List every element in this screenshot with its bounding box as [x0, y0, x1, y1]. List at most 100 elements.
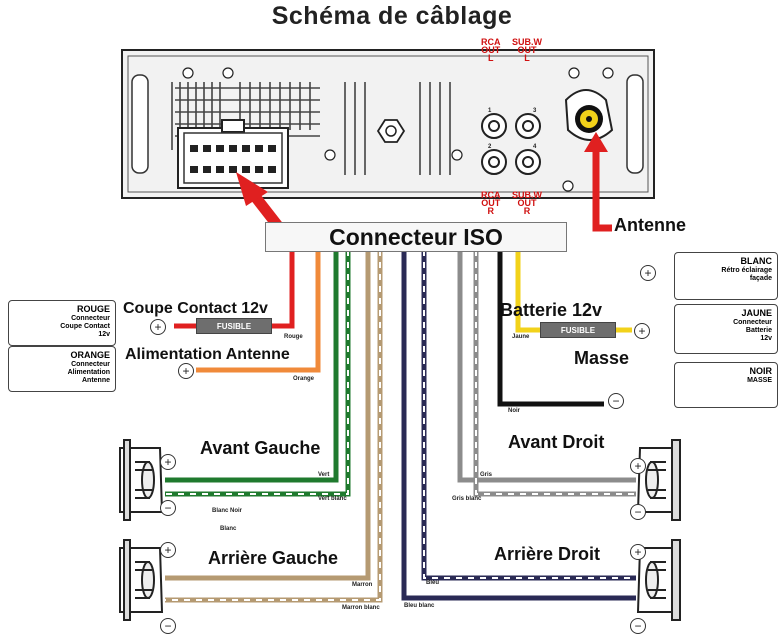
legend-line: Alimentation: [67, 369, 110, 376]
rca-bottom-right-label: SUB.W OUT R: [512, 190, 542, 216]
rca-label-line: SUB.W: [512, 190, 542, 200]
fuse-left: FUSIBLE: [196, 318, 272, 334]
rca-top-right-label: SUB.W OUT L: [512, 37, 542, 63]
jack-number: 3: [533, 108, 537, 114]
legend-line: 12v: [98, 331, 110, 338]
fuse-right: FUSIBLE: [540, 322, 616, 338]
plus-symbol: +: [160, 454, 176, 470]
wire-label: Orange: [293, 376, 315, 382]
jack-number: 2: [488, 144, 492, 150]
rca-label-line: OUT: [481, 198, 501, 208]
plus-symbol: +: [640, 265, 656, 281]
speaker-icon: [119, 539, 164, 621]
legend-title: BLANC: [740, 256, 773, 266]
iso-socket: [177, 119, 289, 189]
jack-number: 4: [533, 144, 537, 150]
plus-symbol: +: [150, 319, 166, 335]
legend-lines: Rétro éclairage façade: [721, 267, 772, 283]
minus-symbol: −: [160, 618, 176, 634]
wire-label: Vert: [318, 472, 330, 478]
plus-symbol: +: [634, 323, 650, 339]
legend-title: ORANGE: [70, 350, 110, 360]
arriere-droit-label: Arrière Droit: [494, 544, 601, 564]
wire-label: Blanc: [220, 526, 237, 532]
blanc-legend-box: BLANC Rétro éclairage façade: [674, 252, 778, 300]
minus-symbol: −: [608, 393, 624, 409]
minus-symbol: −: [630, 504, 646, 520]
legend-line: Connecteur: [71, 361, 110, 368]
wire-label: Gris blanc: [452, 496, 482, 502]
legend-line: Coupe Contact: [60, 323, 110, 330]
diagram-title: Schéma de câblage: [271, 2, 513, 30]
legend-title: JAUNE: [741, 308, 772, 318]
rca-label-line: L: [524, 53, 530, 63]
legend-line: Batterie: [745, 327, 772, 334]
rca-label-line: R: [487, 206, 495, 216]
wire-label: Rouge: [284, 334, 303, 340]
legend-lines: Connecteur Alimentation Antenne: [68, 361, 110, 385]
plus-symbol: +: [160, 542, 176, 558]
legend-line: Connecteur: [71, 315, 110, 322]
noir-legend-box: NOIR MASSE: [674, 362, 778, 408]
rouge-legend-box: ROUGE Connecteur Coupe Contact 12v: [8, 300, 116, 346]
alimentation-antenne-label: Alimentation Antenne: [125, 346, 290, 363]
plus-symbol: +: [178, 363, 194, 379]
rca-label-line: RCA: [481, 37, 501, 47]
wire-label: Vert blanc: [318, 496, 347, 502]
rca-label-line: RCA: [481, 190, 501, 200]
legend-line: façade: [749, 275, 772, 282]
coupe-contact-label: Coupe Contact 12v: [123, 300, 268, 317]
jaune-legend-box: JAUNE Connecteur Batterie 12v: [674, 304, 778, 354]
wire-label: Gris: [480, 472, 493, 478]
rca-label-line: OUT: [481, 45, 501, 55]
legend-line: Rétro éclairage: [721, 267, 772, 274]
rca-label-line: L: [488, 53, 494, 63]
avant-gauche-label: Avant Gauche: [200, 438, 321, 458]
wire-label: Marron blanc: [342, 605, 380, 611]
rca-label-line: R: [523, 206, 531, 216]
head-unit: [121, 49, 655, 199]
legend-line: Antenne: [82, 377, 110, 384]
legend-lines: Connecteur Coupe Contact 12v: [60, 315, 110, 339]
wire-label: Jaune: [512, 334, 530, 340]
avant-droit-label: Avant Droit: [508, 432, 605, 452]
wires: [165, 250, 636, 603]
speaker-icon: [636, 539, 681, 621]
rca-label-line: OUT: [517, 198, 537, 208]
speaker-icon: [636, 439, 681, 521]
minus-symbol: −: [630, 618, 646, 634]
plus-symbol: +: [630, 458, 646, 474]
arrow-to-antenna-icon: [584, 132, 612, 232]
legend-title: NOIR: [749, 366, 773, 376]
minus-symbol: −: [160, 500, 176, 516]
arriere-gauche-label: Arrière Gauche: [208, 548, 339, 568]
jack-number: 1: [488, 108, 492, 114]
legend-line: 12v: [760, 335, 772, 342]
legend-line: MASSE: [747, 377, 772, 384]
batterie-label: Batterie 12v: [500, 300, 603, 320]
speaker-icon: [119, 439, 164, 521]
rca-jacks: [481, 113, 541, 175]
antenna-socket-icon: [564, 89, 614, 141]
masse-label: Masse: [574, 348, 630, 368]
wire-label: Bleu blanc: [404, 603, 435, 609]
legend-line: Connecteur: [733, 319, 772, 326]
rca-label-line: OUT: [517, 45, 537, 55]
legend-title: ROUGE: [76, 304, 110, 314]
rca-bottom-left-label: RCA OUT R: [481, 190, 501, 216]
plus-symbol: +: [630, 544, 646, 560]
center-nut-icon: [376, 119, 406, 143]
arrow-to-iso-icon: [236, 172, 283, 230]
rca-label-line: SUB.W: [512, 37, 542, 47]
orange-legend-box: ORANGE Connecteur Alimentation Antenne: [8, 346, 116, 392]
wire-label: Blanc Noir: [212, 508, 243, 514]
wire-label: Noir: [508, 408, 520, 414]
iso-connector-label: Connecteur ISO: [265, 222, 567, 252]
wire-label: Bleu: [426, 580, 440, 586]
rca-top-left-label: RCA OUT L: [481, 37, 501, 63]
wire-label: Marron: [352, 582, 373, 588]
antenna-label: Antenne: [614, 215, 686, 235]
legend-lines: MASSE: [747, 377, 772, 385]
